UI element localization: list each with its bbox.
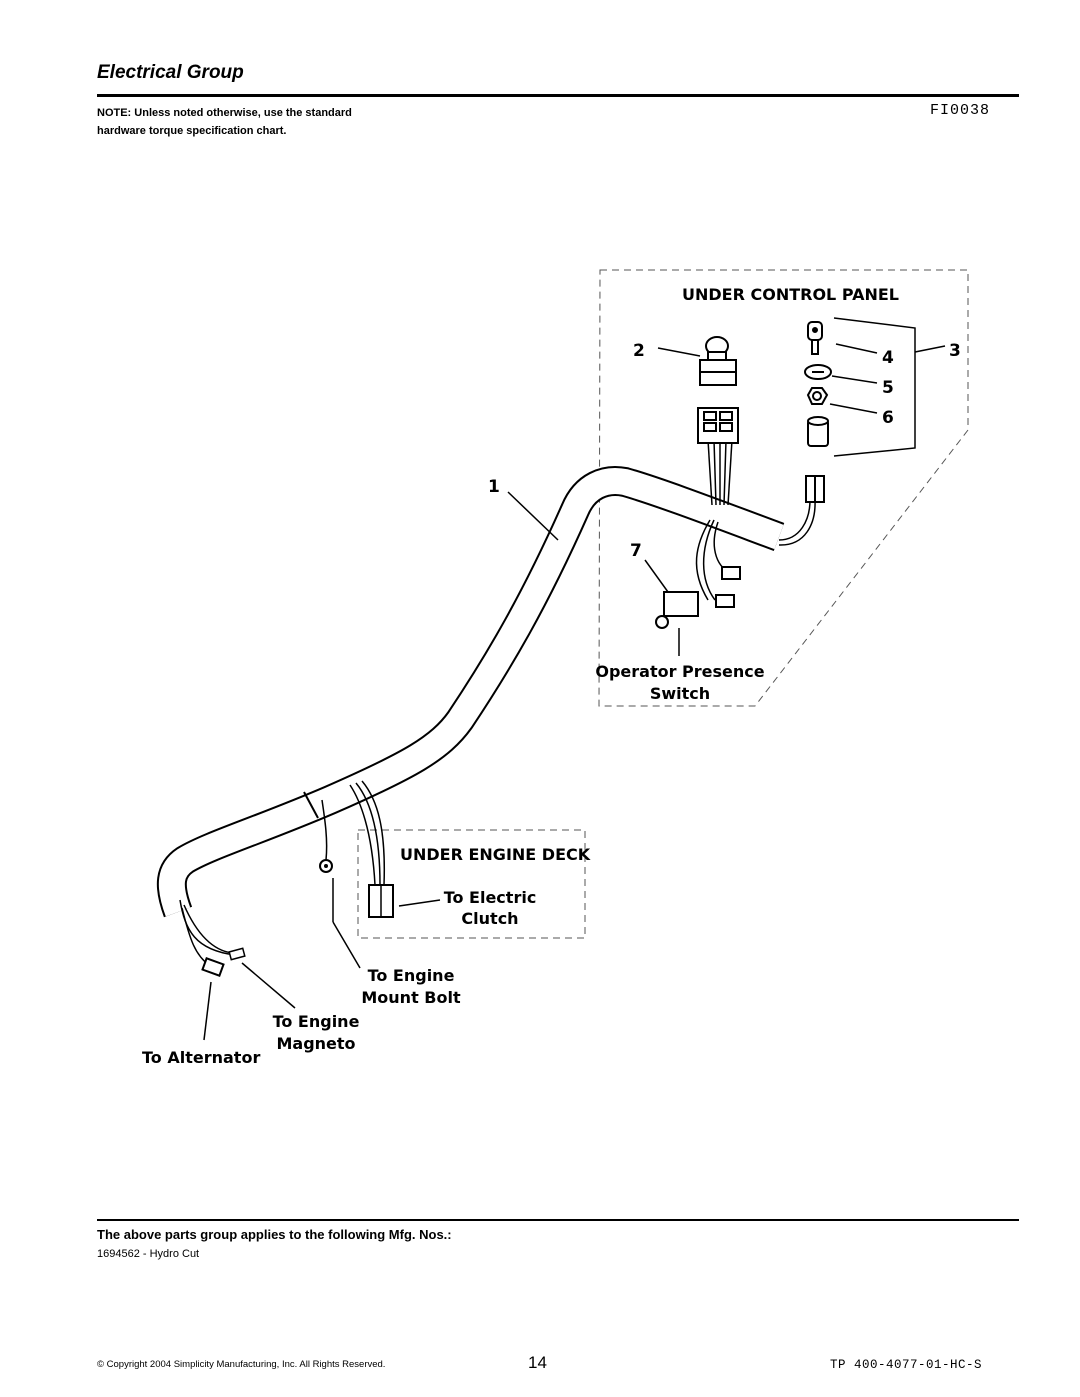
page-title: Electrical Group (97, 62, 244, 83)
document-number: TP 400-4077-01-HC-S (830, 1358, 983, 1372)
electric-clutch-label-line2: Clutch (461, 909, 518, 928)
operator-presence-label-line2: Switch (650, 684, 710, 703)
electric-clutch-label-line1: To Electric (444, 888, 537, 907)
callout-5: 5 (882, 378, 894, 398)
ignition-key (807, 321, 823, 355)
clutch-connector (368, 884, 394, 918)
ignition-switch-body (807, 416, 829, 447)
engine-deck-wires (179, 780, 386, 967)
main-harness-loom (156, 466, 785, 918)
callout-1: 1 (488, 477, 500, 497)
callout-4: 4 (882, 348, 894, 368)
under-control-panel-label: UNDER CONTROL PANEL (682, 285, 899, 304)
switch-nut (806, 387, 829, 405)
operator-presence-label-line1: Operator Presence (595, 662, 764, 681)
under-engine-deck-label: UNDER ENGINE DECK (400, 845, 591, 864)
pto-switch (697, 336, 739, 444)
title-rule (97, 94, 1019, 97)
callout-6: 6 (882, 408, 894, 428)
ring-terminal (319, 859, 333, 873)
callout-7: 7 (630, 541, 642, 561)
engine-mount-label-line1: To Engine (368, 966, 455, 985)
footer-rule (97, 1219, 1019, 1221)
control-panel-wires (695, 439, 816, 601)
copyright: © Copyright 2004 Simplicity Manufacturin… (97, 1359, 386, 1370)
engine-deck-region-border (357, 829, 586, 939)
mfg-number: 1694562 - Hydro Cut (97, 1248, 200, 1260)
leader-lines (203, 317, 946, 1041)
control-panel-region-border (598, 269, 969, 707)
callout-3: 3 (949, 341, 961, 361)
engine-magneto-label-line2: Magneto (276, 1034, 355, 1053)
ignition-connector (805, 475, 825, 503)
alternator-label: To Alternator (142, 1048, 260, 1067)
page-number: 14 (528, 1353, 547, 1372)
magneto-connector (228, 947, 246, 961)
engine-mount-label-line2: Mount Bolt (361, 988, 461, 1007)
operator-presence-switch (655, 566, 741, 629)
torque-note: NOTE: Unless noted otherwise, use the st… (97, 107, 352, 137)
callout-2: 2 (633, 341, 645, 361)
figure-code: FI0038 (930, 102, 991, 119)
switch-cap (804, 364, 832, 380)
engine-magneto-label-line1: To Engine (273, 1012, 360, 1031)
applies-heading: The above parts group applies to the fol… (97, 1227, 452, 1242)
alternator-connector (201, 957, 225, 977)
